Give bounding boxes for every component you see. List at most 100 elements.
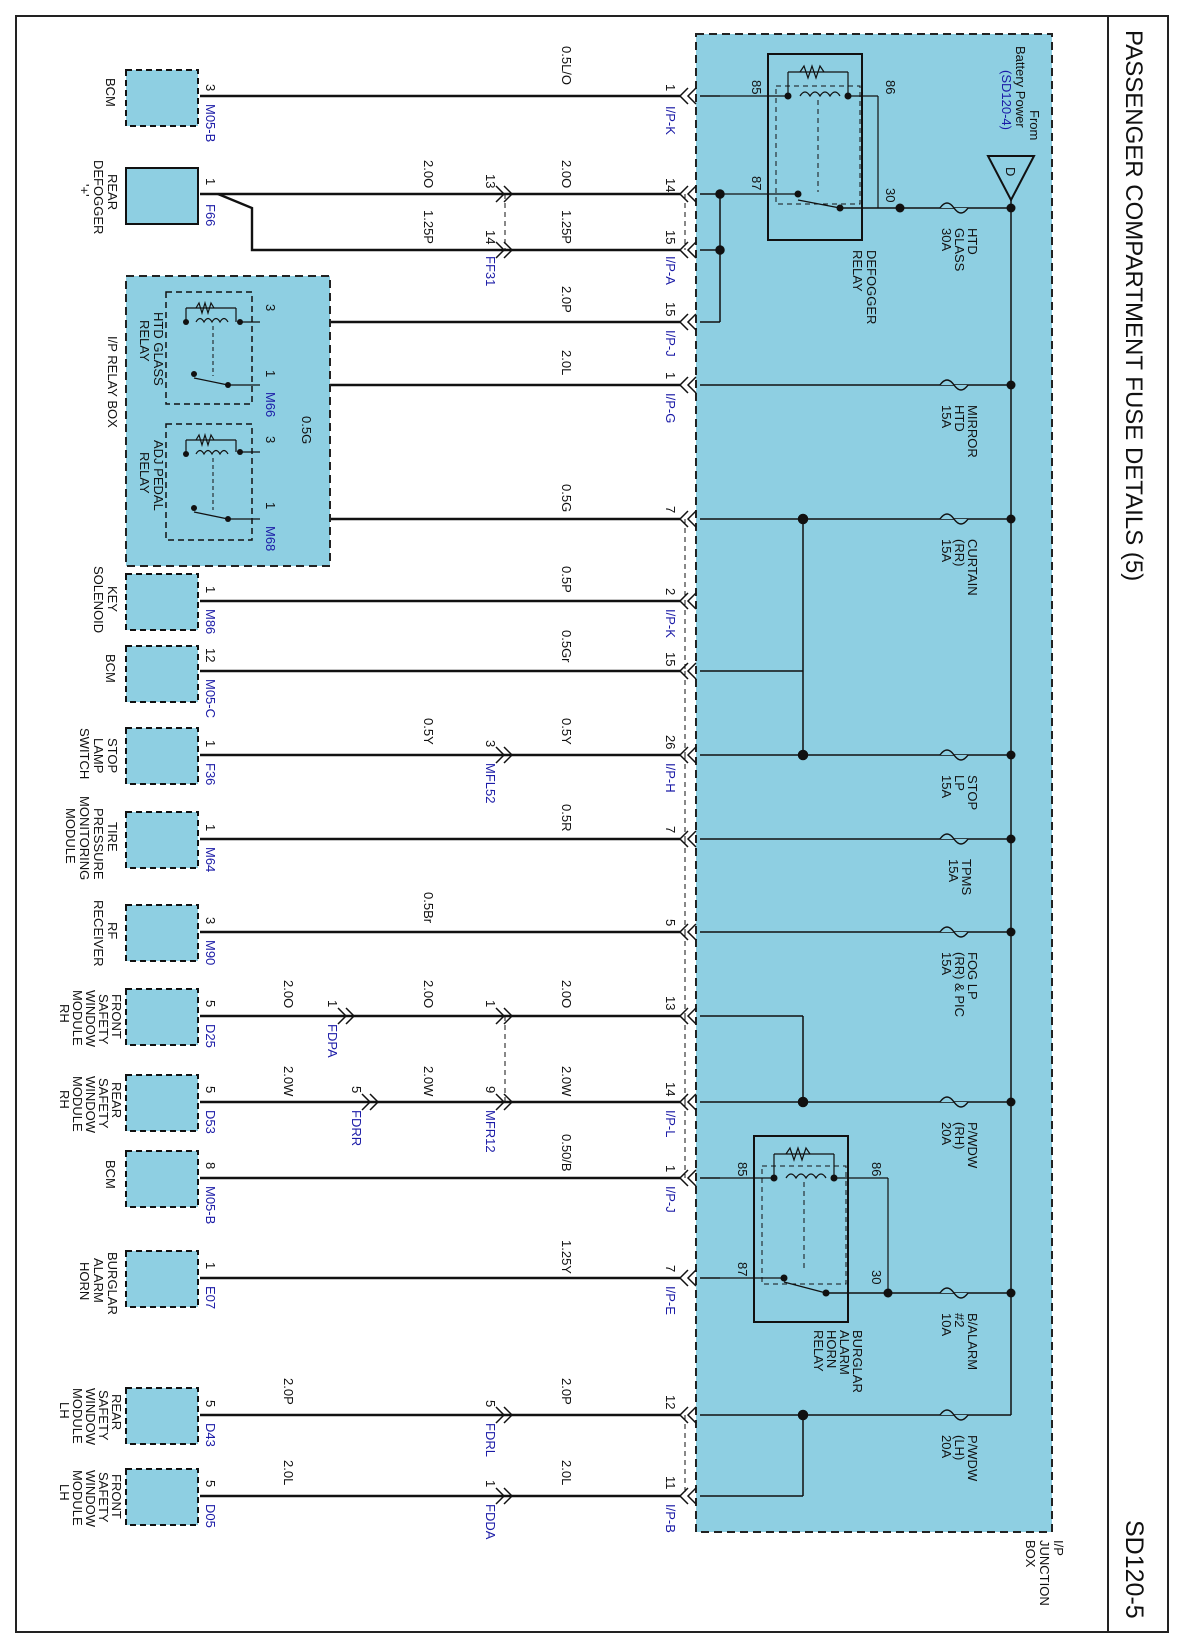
svg-text:20A: 20A (939, 1435, 954, 1458)
svg-text:15A: 15A (939, 405, 954, 428)
svg-text:5: 5 (483, 1400, 498, 1407)
svg-text:D43: D43 (203, 1423, 218, 1447)
svg-text:DEFOGGER: DEFOGGER (91, 160, 106, 234)
svg-text:MFR12: MFR12 (483, 1110, 498, 1153)
svg-text:86: 86 (869, 1162, 884, 1176)
svg-text:(LH): (LH) (952, 1435, 967, 1460)
svg-text:0.5L/O: 0.5L/O (559, 46, 574, 85)
svg-text:BCM: BCM (103, 654, 118, 683)
svg-text:MODULE: MODULE (70, 1076, 85, 1132)
svg-text:FDPA: FDPA (325, 1024, 340, 1058)
fuse-pwdw-lh: P/WDW (LH) 20A (700, 1409, 1011, 1482)
svg-text:SOLENOID: SOLENOID (91, 566, 106, 633)
svg-text:D: D (1003, 167, 1018, 176)
svg-text:ALARM: ALARM (91, 1258, 106, 1303)
svg-text:I/P-K: I/P-K (663, 106, 678, 135)
svg-text:HTD: HTD (952, 405, 967, 432)
svg-text:0.5Y: 0.5Y (421, 718, 436, 745)
component-key-solenoid: KEY SOLENOID (91, 566, 199, 633)
svg-text:1: 1 (483, 1480, 498, 1487)
svg-text:2.0W: 2.0W (281, 1066, 296, 1097)
svg-text:7: 7 (663, 1265, 678, 1272)
svg-text:1: 1 (325, 1000, 340, 1007)
svg-text:1: 1 (483, 1000, 498, 1007)
component-front-safety-window-rh: FRONT SAFETY WINDOW MODULE RH (57, 988, 199, 1048)
svg-text:2.0O: 2.0O (281, 980, 296, 1008)
svg-text:F66: F66 (203, 204, 218, 226)
svg-text:WINDOW: WINDOW (83, 1076, 98, 1134)
svg-text:JUNCTION: JUNCTION (1037, 1540, 1052, 1606)
svg-text:I/P-J: I/P-J (663, 1186, 678, 1213)
svg-text:2.0W: 2.0W (559, 1066, 574, 1097)
svg-text:HTD GLASS: HTD GLASS (151, 312, 166, 386)
fuse-pwdw-rh: P/WDW (RH) 20A (700, 1096, 1011, 1169)
svg-text:2.0O: 2.0O (421, 980, 436, 1008)
svg-text:SAFETY: SAFETY (96, 994, 111, 1045)
component-rear-safety-window-lh: REAR SAFETY WINDOW MODULE LH (57, 1387, 199, 1446)
svg-text:20A: 20A (939, 1122, 954, 1145)
svg-text:WINDOW: WINDOW (83, 990, 98, 1048)
fuse-b-alarm: B/ALARM #2 10A (888, 1287, 1011, 1370)
svg-text:1.25Y: 1.25Y (559, 1240, 574, 1274)
component-rf-receiver: RF RECEIVER (91, 900, 199, 966)
svg-text:RELAY: RELAY (850, 250, 865, 292)
svg-text:7: 7 (663, 506, 678, 513)
page-frame (15, 15, 1169, 1633)
svg-text:1: 1 (203, 740, 218, 747)
svg-text:MIRROR: MIRROR (965, 405, 980, 458)
svg-text:5: 5 (203, 1400, 218, 1407)
svg-text:SAFETY: SAFETY (96, 1390, 111, 1441)
svg-text:2.0W: 2.0W (421, 1066, 436, 1097)
svg-text:(RR) & PIC: (RR) & PIC (952, 952, 967, 1017)
component-rear-defogger: REAR DEFOGGER '+' (77, 160, 199, 234)
svg-text:I/P-E: I/P-E (663, 1286, 678, 1315)
svg-text:1.25P: 1.25P (559, 210, 574, 244)
svg-text:RELAY: RELAY (811, 1330, 826, 1372)
svg-text:2.0O: 2.0O (559, 160, 574, 188)
svg-text:87: 87 (735, 1262, 750, 1276)
svg-text:M05-C: M05-C (203, 679, 218, 718)
svg-text:3: 3 (483, 740, 498, 747)
svg-text:WINDOW: WINDOW (83, 1388, 98, 1446)
internal-bus-lines (700, 95, 809, 1497)
svg-text:15A: 15A (946, 859, 961, 882)
svg-text:RH: RH (57, 1090, 72, 1109)
svg-text:0.5Gr: 0.5Gr (559, 630, 574, 663)
fuse-htd-glass: HTD GLASS 30A (902, 202, 1011, 272)
svg-text:M05-B: M05-B (203, 104, 218, 142)
svg-text:2.0L: 2.0L (559, 1460, 574, 1485)
junction-box-label: I/P JUNCTION BOX (1023, 1540, 1066, 1606)
pin-numbers: 1 14 15 15 1 7 2 15 26 7 5 13 14 1 7 12 … (203, 84, 678, 1490)
svg-text:STOP: STOP (105, 738, 120, 773)
svg-text:2.0O: 2.0O (421, 160, 436, 188)
fuse-fog-lp: FOG LP (RR) & PIC 15A (700, 926, 1011, 1017)
svg-text:1: 1 (663, 372, 678, 379)
svg-text:8: 8 (203, 1162, 218, 1169)
svg-text:BCM: BCM (103, 78, 118, 107)
svg-text:RELAY: RELAY (137, 452, 152, 494)
svg-text:0.50/B: 0.50/B (559, 1134, 574, 1172)
svg-text:E07: E07 (203, 1286, 218, 1309)
svg-text:RELAY: RELAY (137, 320, 152, 362)
svg-text:M64: M64 (203, 847, 218, 872)
svg-text:REAR: REAR (109, 1082, 124, 1118)
svg-text:RH: RH (57, 1004, 72, 1023)
svg-text:M68: M68 (263, 526, 278, 551)
svg-text:11: 11 (663, 1476, 678, 1490)
svg-text:3: 3 (203, 917, 218, 924)
svg-text:MFL52: MFL52 (483, 763, 498, 803)
svg-text:D53: D53 (203, 1110, 218, 1134)
svg-text:9: 9 (483, 1086, 498, 1093)
svg-text:ADJ PEDAL: ADJ PEDAL (151, 440, 166, 511)
inline-connector-labels: FF31 MFL52 FDPA MFR12 FDRR FDRL FDDA (325, 256, 498, 1540)
ip-junction-box (695, 33, 1053, 1533)
svg-text:15A: 15A (939, 952, 954, 975)
svg-text:RECEIVER: RECEIVER (91, 900, 106, 966)
svg-text:(SD120-4): (SD120-4) (999, 70, 1014, 130)
svg-text:I/P-K: I/P-K (663, 609, 678, 638)
svg-text:I/P-A: I/P-A (663, 256, 678, 285)
svg-text:1: 1 (263, 502, 278, 509)
svg-text:MODULE: MODULE (70, 1470, 85, 1526)
component-stop-lamp-switch: STOP LAMP SWITCH (77, 727, 199, 785)
